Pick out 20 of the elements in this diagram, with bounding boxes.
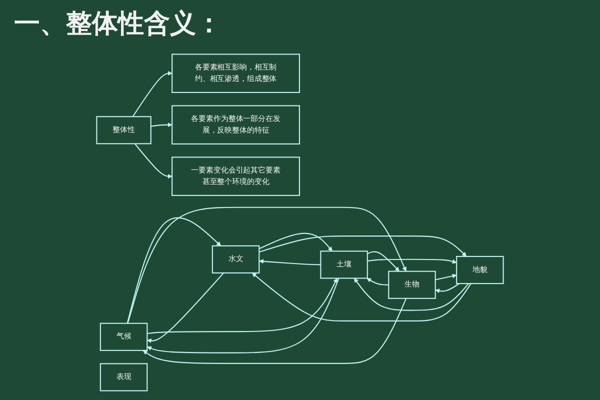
arrow xyxy=(354,278,469,311)
arrow xyxy=(258,259,321,266)
arrow xyxy=(127,206,406,324)
arrow xyxy=(435,274,457,280)
arrow xyxy=(252,272,472,322)
arrow xyxy=(435,283,460,294)
arrow xyxy=(258,232,333,252)
arrow xyxy=(126,217,222,324)
arrow xyxy=(367,258,457,264)
arrow xyxy=(366,278,389,286)
arrow xyxy=(134,143,172,179)
arrow xyxy=(142,298,407,364)
arrow xyxy=(146,272,224,344)
title: 一、整体性含义： xyxy=(14,8,222,41)
arrow xyxy=(132,71,172,117)
arrow xyxy=(146,278,340,354)
arrow xyxy=(147,278,338,334)
arrow xyxy=(150,122,172,128)
arrow xyxy=(367,251,400,272)
arrow xyxy=(258,236,467,257)
